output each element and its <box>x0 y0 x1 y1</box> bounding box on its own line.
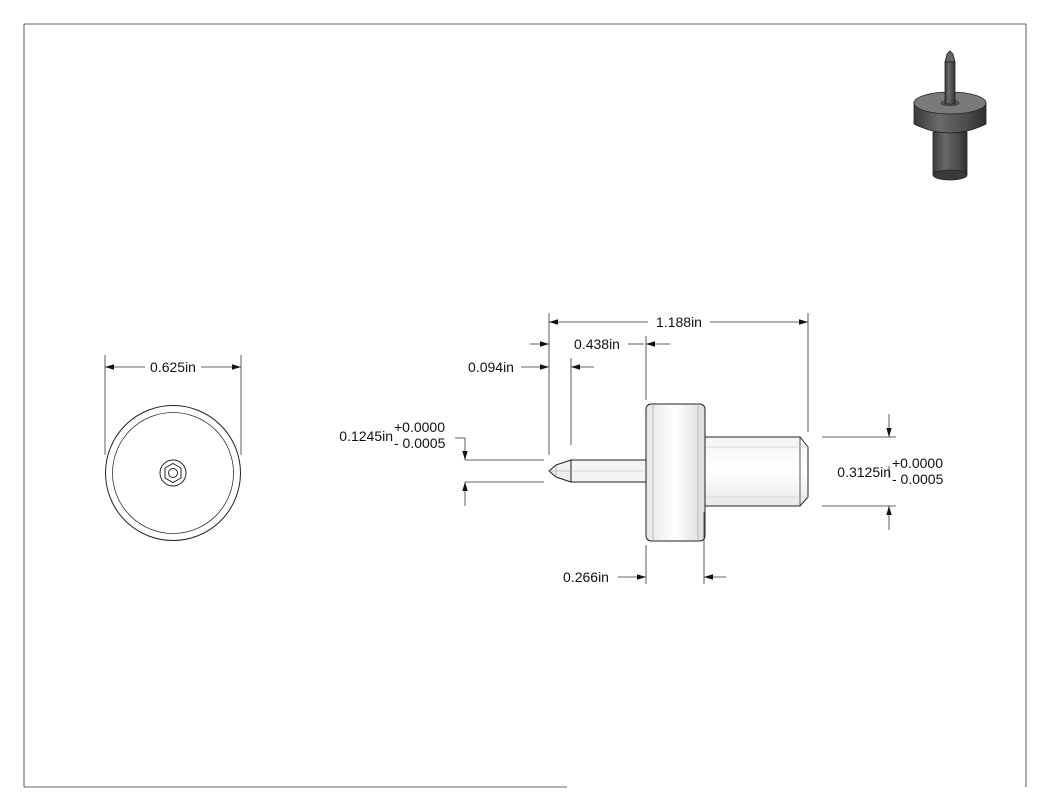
tip-length-dimension: 0.094in <box>468 358 594 445</box>
sheet-border <box>23 23 1027 788</box>
head-offset-label: 0.438in <box>574 336 620 352</box>
diameter-label: 0.625in <box>150 359 196 375</box>
head-offset-dimension: 0.438in <box>530 336 670 400</box>
overall-length-dimension: 1.188in <box>548 313 809 455</box>
pin-diameter-tol-minus: - 0.0005 <box>394 435 446 451</box>
shank-diameter-tol-plus: +0.0000 <box>892 455 943 471</box>
flange-width-dimension: 0.266in <box>563 512 726 585</box>
pin-diameter-tol-plus: +0.0000 <box>394 419 445 435</box>
isometric-preview <box>913 50 987 181</box>
shank-diameter-tol-minus: - 0.0005 <box>892 471 944 487</box>
pin-diameter-value: 0.1245in <box>339 428 393 444</box>
pin-diameter-dimension: 0.1245in +0.0000 - 0.0005 <box>339 419 544 506</box>
end-view <box>105 405 241 541</box>
tip-length-label: 0.094in <box>468 359 514 375</box>
shank-diameter-value: 0.3125in <box>837 464 891 480</box>
shank-diameter-dimension: 0.3125in +0.0000 - 0.0005 <box>822 414 944 530</box>
side-view <box>548 403 809 542</box>
end-view-diameter-dimension: 0.625in <box>104 355 242 455</box>
flange-width-label: 0.266in <box>563 569 609 585</box>
overall-length-label: 1.188in <box>656 314 702 330</box>
